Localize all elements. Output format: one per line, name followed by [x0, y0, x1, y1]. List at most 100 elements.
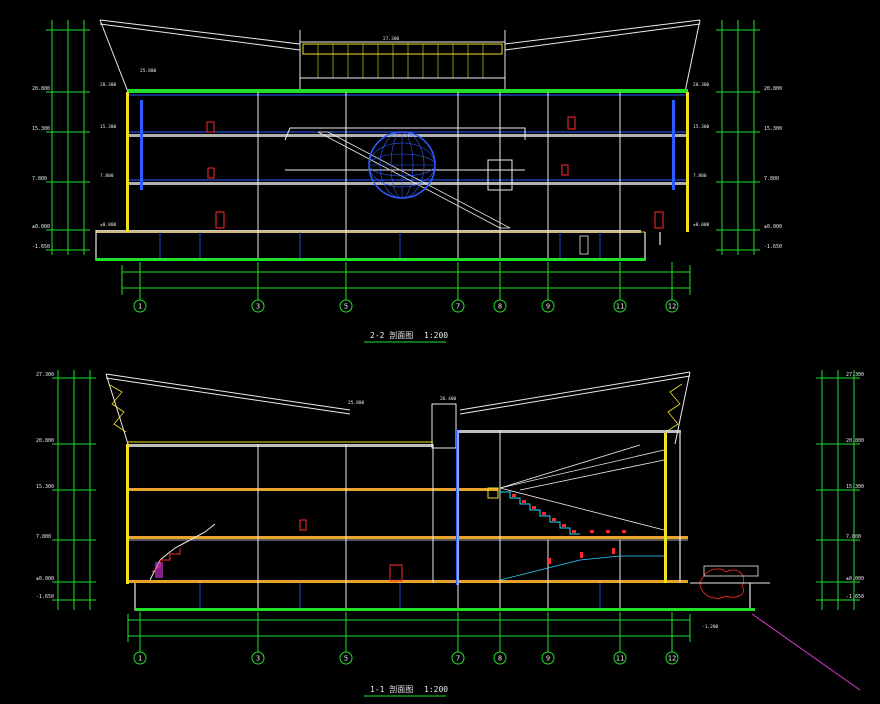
level-mark: 27.300 — [36, 372, 54, 378]
section-title-2-2: 2-2 剖面图 1:200 — [364, 330, 448, 343]
level-mark: 15.300 — [846, 484, 864, 490]
section-scale: 1:200 — [424, 331, 448, 340]
foundation-line-top — [96, 258, 646, 261]
level-mark: 15.300 — [693, 124, 710, 130]
axis-bubble — [451, 651, 465, 665]
level-mark: 15.300 — [764, 126, 782, 132]
level-mark: 7.800 — [32, 176, 47, 182]
axis-bubble — [665, 651, 679, 665]
axis-label: 9 — [546, 303, 550, 311]
level-mark: 25.800 — [348, 400, 365, 406]
level-mark: -1.650 — [32, 244, 50, 250]
doors-bottom — [299, 519, 403, 582]
axis-bubble — [133, 651, 147, 665]
dimension-ladder-left-bottom — [52, 370, 96, 610]
axis-label: 3 — [256, 655, 260, 663]
tiered-seating — [500, 491, 580, 535]
landscape-mound — [690, 565, 861, 691]
level-mark: ±0.000 — [100, 222, 117, 228]
staircase-bottom — [149, 523, 216, 581]
columns-bottom — [257, 430, 621, 610]
dimension-strip-bottom — [127, 614, 691, 642]
level-mark: 27.300 — [846, 372, 864, 378]
level-mark: 7.800 — [846, 534, 861, 540]
section-title: 2-2 剖面图 — [370, 330, 413, 340]
level-mark: 20.300 — [100, 82, 117, 88]
level-mark: 7.800 — [764, 176, 779, 182]
axis-bubble — [541, 651, 555, 665]
level-mark: -1.650 — [846, 594, 864, 600]
axis-label: 1 — [138, 655, 142, 663]
level-marks-right-bottom: 27.300 20.800 15.300 7.800 ±0.000 -1.650 — [846, 372, 864, 600]
axis-label: 12 — [668, 303, 676, 311]
basement-bottom — [199, 583, 601, 608]
level-mark: 15.300 — [36, 484, 54, 490]
section-2-2: 20.800 15.300 7.800 ±0.000 -1.650 20.800… — [32, 19, 782, 343]
outer-walls-bottom — [127, 433, 751, 611]
section-scale: 1:200 — [424, 685, 448, 694]
level-mark: 20.800 — [764, 86, 782, 92]
axis-bubble — [251, 299, 265, 313]
axis-label: 1 — [138, 303, 142, 311]
axis-label: 11 — [616, 303, 624, 311]
axis-bubble — [613, 299, 627, 313]
basement-top — [159, 232, 601, 258]
level-mark: ±0.000 — [693, 222, 710, 228]
dimension-ladder-right-top — [716, 20, 760, 255]
level-mark: ±0.000 — [764, 224, 782, 230]
axis-label: 5 — [344, 655, 348, 663]
section-title: 1-1 剖面图 — [370, 684, 413, 694]
floor-slabs-bottom — [128, 430, 688, 583]
roof-wings-top — [99, 19, 701, 93]
axis-bubble — [493, 299, 507, 313]
level-mark: 26.400 — [440, 396, 457, 402]
axis-bubble — [493, 651, 507, 665]
axis-bubbles-top: 1 3 5 7 8 9 11 12 — [133, 262, 679, 313]
floor-slabs-top — [96, 89, 688, 233]
axis-label: 8 — [498, 655, 502, 663]
theater-hall — [499, 444, 665, 581]
section-1-1: 27.300 20.800 15.300 7.800 ±0.000 -1.650… — [36, 370, 864, 697]
level-mark: ±0.000 — [36, 576, 54, 582]
axis-bubble — [613, 651, 627, 665]
skylight-box — [299, 41, 506, 93]
wall-accents-bottom — [126, 430, 667, 585]
level-mark: -1.200 — [702, 624, 719, 630]
axis-label: 5 — [344, 303, 348, 311]
axis-label: 7 — [456, 303, 460, 311]
top-marks-bottom: 25.800 26.400 -1.200 — [348, 396, 719, 630]
axis-bubble — [541, 299, 555, 313]
wall-accents-top — [126, 92, 689, 232]
level-mark: -1.650 — [36, 594, 54, 600]
level-marks-left-bottom: 27.300 20.800 15.300 7.800 ±0.000 -1.650 — [36, 372, 54, 600]
section-title-1-1: 1-1 剖面图 1:200 — [364, 684, 448, 697]
axis-label: 7 — [456, 655, 460, 663]
axis-bubble — [133, 299, 147, 313]
level-mark: 20.300 — [693, 82, 710, 88]
level-marks-right-top: 20.800 15.300 7.800 ±0.000 -1.650 — [764, 86, 782, 250]
dimension-strip-top — [121, 265, 691, 295]
roof-bottom — [105, 371, 691, 449]
level-mark: 25.800 — [140, 68, 157, 74]
outer-walls-top — [95, 92, 689, 261]
dimension-ladder-right-bottom — [816, 370, 860, 610]
level-mark: 20.800 — [36, 438, 54, 444]
level-mark: -1.650 — [764, 244, 782, 250]
level-mark: 20.800 — [846, 438, 864, 444]
axis-bubble — [251, 651, 265, 665]
level-marks-inner-top: 20.300 15.300 7.800 ±0.000 20.300 15.300… — [100, 36, 710, 228]
axis-label: 3 — [256, 303, 260, 311]
level-mark: 20.800 — [32, 86, 50, 92]
axis-bubble — [451, 299, 465, 313]
axis-label: 8 — [498, 303, 502, 311]
level-mark: 27.300 — [383, 36, 400, 42]
axis-bubble — [339, 651, 353, 665]
foundation-line-bottom — [135, 608, 755, 611]
level-mark: ±0.000 — [846, 576, 864, 582]
level-mark: 15.300 — [32, 126, 50, 132]
axis-bubble — [665, 299, 679, 313]
axis-label: 12 — [668, 655, 676, 663]
level-mark: 7.800 — [36, 534, 51, 540]
level-mark: 7.800 — [693, 173, 707, 179]
